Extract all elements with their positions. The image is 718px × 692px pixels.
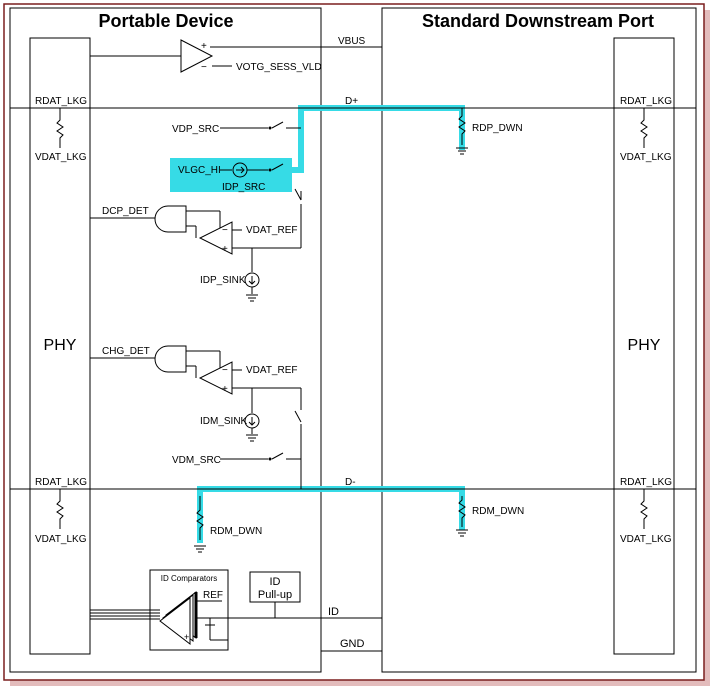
dminus-label: D- [345, 477, 356, 488]
idp-src-source: VLGC_HI IDP_SRC [178, 162, 284, 193]
right-vdat-lkg-top: VDAT_LKG [620, 152, 672, 163]
right-vdat-lkg-bottom: VDAT_LKG [620, 534, 672, 545]
id-pullup-label-1: ID [270, 576, 281, 588]
id-comp-plus: + [184, 632, 189, 642]
dminus-section: D- RDAT_LKG VDAT_LKG RDAT_LKG VDAT_LKG R… [10, 477, 696, 553]
dcp-detect-block: DCP_DET − + VDAT_REF IDP_SINK [90, 205, 301, 302]
dcp-comparator [198, 221, 233, 255]
right-rdat-lkg-bottom: RDAT_LKG [620, 477, 672, 488]
rdm-dwn-left-label: RDM_DWN [210, 526, 262, 537]
vdp-src-switch: VDP_SRC [172, 121, 301, 135]
dcp-and-gate [154, 205, 187, 233]
vbus-section: + − VOTG_SESS_VLD VBUS [90, 36, 382, 73]
dplus-section: D+ RDAT_LKG VDAT_LKG RDAT_LKG VDAT_LKG R… [10, 96, 696, 163]
id-pullup-block: ID Pull-up ID [249, 571, 339, 618]
vdm-src-label: VDM_SRC [172, 455, 221, 466]
id-comparators-block: ID Comparators + REF [90, 569, 382, 651]
portable-device-title: Portable Device [98, 11, 233, 31]
left-phy-label: PHY [44, 337, 77, 354]
vbus-comparator [180, 39, 214, 73]
vdp-src-label: VDP_SRC [172, 124, 219, 135]
chg-comparator [198, 361, 233, 395]
downstream-port-title: Standard Downstream Port [422, 11, 654, 31]
dcp-comp-minus: − [222, 225, 228, 236]
left-rdat-lkg-bottom: RDAT_LKG [35, 477, 87, 488]
right-phy-label: PHY [628, 337, 661, 354]
vdm-src-switch: VDM_SRC [172, 452, 301, 466]
chg-comp-plus: + [222, 384, 228, 395]
ref-label: REF [203, 590, 223, 601]
rdp-dwn-label: RDP_DWN [472, 123, 523, 134]
gnd-section: GND [321, 638, 382, 652]
chg-detect-block: CHG_DET − + VDAT_REF IDM_SINK [90, 345, 301, 442]
id-pullup-label-2: Pull-up [258, 589, 292, 601]
left-vdat-lkg-bottom: VDAT_LKG [35, 534, 87, 545]
chg-and-gate [154, 345, 187, 373]
left-rdat-lkg-top: RDAT_LKG [35, 96, 87, 107]
idp-sink-label: IDP_SINK [200, 275, 246, 286]
frame-border [3, 3, 705, 681]
left-phy-box [29, 37, 91, 655]
chg-det-label: CHG_DET [102, 346, 150, 357]
right-phy-box [613, 37, 675, 655]
vbus-label: VBUS [338, 36, 366, 47]
vlgc-source-highlight [170, 158, 292, 192]
votg-sess-vld-label: VOTG_SESS_VLD [236, 62, 322, 73]
portable-device-box [9, 7, 322, 673]
chg-vdat-ref-label: VDAT_REF [246, 365, 298, 376]
id-comparators-label: ID Comparators [161, 574, 217, 583]
left-vdat-lkg-top: VDAT_LKG [35, 152, 87, 163]
vbus-comp-minus: − [201, 62, 207, 73]
idp-src-label: IDP_SRC [222, 182, 265, 193]
rdm-dwn-right-label: RDM_DWN [472, 506, 524, 517]
gnd-label: GND [340, 638, 365, 650]
dcp-det-label: DCP_DET [102, 206, 149, 217]
dcp-vdat-ref-label: VDAT_REF [246, 225, 298, 236]
vlgc-hi-label: VLGC_HI [178, 165, 221, 176]
dplus-label: D+ [345, 96, 358, 107]
right-rdat-lkg-top: RDAT_LKG [620, 96, 672, 107]
id-net-label: ID [328, 606, 339, 618]
vbus-comp-plus: + [201, 41, 207, 52]
downstream-port-box [381, 7, 697, 673]
chg-comp-minus: − [222, 365, 228, 376]
idm-sink-label: IDM_SINK [200, 416, 248, 427]
dcp-comp-plus: + [222, 244, 228, 255]
